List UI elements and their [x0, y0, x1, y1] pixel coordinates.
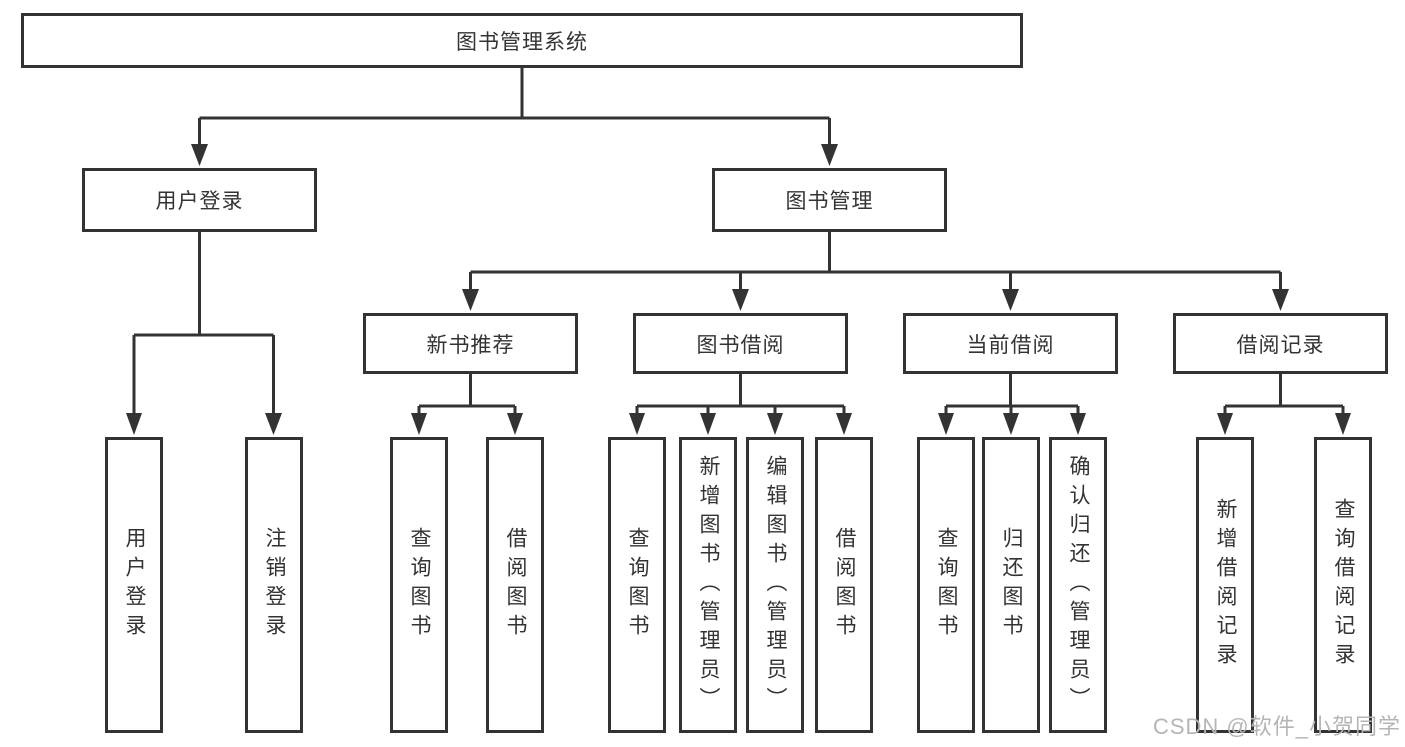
node-book-management-label: 图书管理: [785, 190, 874, 213]
node-user-login: 用户登录: [82, 168, 317, 232]
node-current-borrowing: 当前借阅: [903, 313, 1118, 374]
node-leaf-newbook-borrow-books-label: 借阅图书: [504, 527, 528, 643]
node-leaf-edit-books-admin-label: 编辑图书（管理员）: [764, 454, 788, 716]
node-borrowing-records: 借阅记录: [1173, 313, 1388, 374]
node-leaf-borrow-query-books: 查询图书: [608, 437, 666, 733]
node-leaf-user-login: 用户登录: [105, 437, 163, 733]
node-leaf-borrow-books-label: 借阅图书: [833, 527, 857, 643]
node-leaf-borrow-query-books-label: 查询图书: [626, 527, 650, 643]
node-leaf-borrow-books: 借阅图书: [815, 437, 873, 733]
node-leaf-add-books-admin-label: 新增图书（管理员）: [697, 454, 721, 716]
node-book-management: 图书管理: [712, 168, 947, 232]
node-leaf-add-borrow-record: 新增借阅记录: [1196, 437, 1254, 733]
node-current-borrowing-label: 当前借阅: [966, 333, 1055, 357]
node-leaf-query-borrow-record: 查询借阅记录: [1314, 437, 1372, 733]
node-leaf-add-borrow-record-label: 新增借阅记录: [1214, 498, 1238, 672]
csdn-watermark: CSDN @软件_小贺同学: [1152, 714, 1401, 739]
node-leaf-add-books-admin: 新增图书（管理员）: [679, 437, 737, 733]
node-leaf-current-query-books-label: 查询图书: [935, 527, 959, 643]
node-leaf-edit-books-admin: 编辑图书（管理员）: [746, 437, 804, 733]
node-new-book-recommend-label: 新书推荐: [426, 333, 515, 357]
node-leaf-user-login-label: 用户登录: [123, 527, 147, 643]
node-leaf-return-books-label: 归还图书: [1000, 527, 1024, 643]
node-leaf-newbook-query-books: 查询图书: [390, 437, 448, 733]
node-user-login-label: 用户登录: [155, 190, 244, 213]
node-leaf-logout: 注销登录: [245, 437, 303, 733]
node-book-borrowing-label: 图书借阅: [696, 333, 785, 357]
node-leaf-logout-label: 注销登录: [263, 527, 287, 643]
node-leaf-newbook-query-books-label: 查询图书: [408, 527, 432, 643]
node-leaf-query-borrow-record-label: 查询借阅记录: [1332, 498, 1356, 672]
node-new-book-recommend: 新书推荐: [363, 313, 578, 374]
node-leaf-return-books: 归还图书: [982, 437, 1040, 733]
node-leaf-confirm-return-admin-label: 确认归还（管理员）: [1067, 454, 1091, 716]
node-leaf-current-query-books: 查询图书: [917, 437, 975, 733]
node-borrowing-records-label: 借阅记录: [1236, 333, 1325, 357]
node-root-system: 图书管理系统: [21, 13, 1023, 68]
node-book-borrowing: 图书借阅: [633, 313, 848, 374]
node-leaf-confirm-return-admin: 确认归还（管理员）: [1049, 437, 1107, 733]
node-leaf-newbook-borrow-books: 借阅图书: [486, 437, 544, 733]
node-root-system-label: 图书管理系统: [456, 30, 588, 54]
